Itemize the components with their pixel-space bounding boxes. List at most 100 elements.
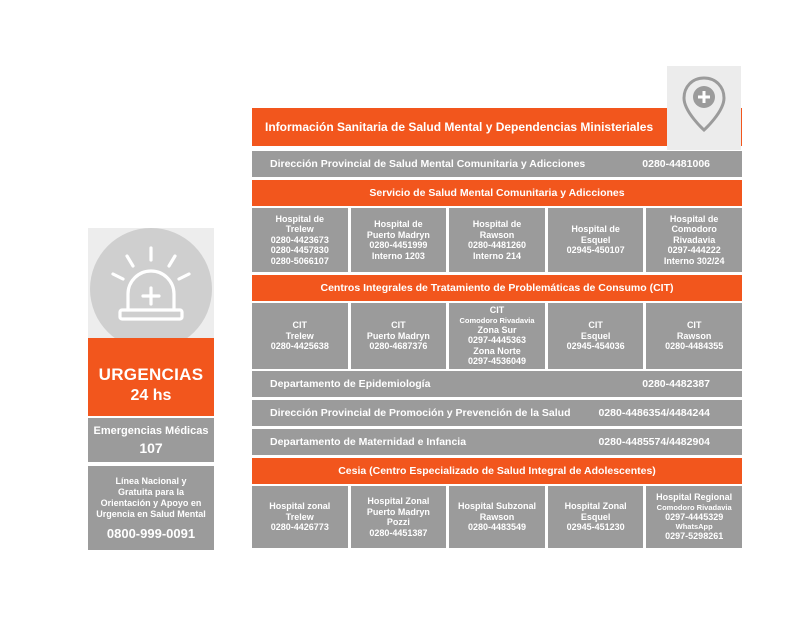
page-title: Información Sanitaria de Salud Mental y …	[265, 120, 654, 134]
cit-cell: CIT Esquel 02945-454036	[547, 303, 644, 369]
cell-line: Rawson	[479, 229, 515, 240]
servicio-title: Servicio de Salud Mental Comunitaria y A…	[369, 187, 625, 199]
cell-line: Interno 214	[472, 250, 521, 261]
maternidad-bar: Departamento de Maternidad e Infancia 02…	[252, 429, 742, 455]
cit-title: Centros Integrales de Tratamiento de Pro…	[320, 282, 674, 294]
linea-text-line: Línea Nacional y	[115, 475, 187, 486]
cell-line: 0297-444222	[667, 245, 721, 256]
cesia-title-bar: Cesia (Centro Especializado de Salud Int…	[252, 458, 742, 484]
linea-text-line: Gratuita para la	[117, 486, 185, 497]
emergencias-number: 107	[139, 439, 163, 456]
linea-nacional-box: Línea Nacional y Gratuita para la Orient…	[88, 466, 214, 550]
promocion-bar: Dirección Provincial de Promoción y Prev…	[252, 400, 742, 426]
cell-line: 0280-4425638	[270, 341, 329, 351]
cell-line: Esquel	[580, 511, 611, 522]
cell-line: Hospital de	[275, 213, 325, 224]
urgencias-hours: 24 hs	[130, 387, 172, 404]
cell-line: CIT	[588, 320, 603, 330]
maternidad-label: Departamento de Maternidad e Infancia	[270, 436, 467, 448]
linea-number: 0800-999-0091	[106, 525, 196, 541]
direccion-salud-mental-label: Dirección Provincial de Salud Mental Com…	[270, 158, 586, 170]
cell-line: 0280-4423673	[270, 234, 329, 245]
cit-cell: CIT Rawson 0280-4484355	[646, 303, 742, 369]
servicio-cell: Hospital de Comodoro Rivadavia 0297-4442…	[646, 208, 742, 272]
cell-line: WhatsApp	[675, 522, 713, 532]
servicio-cell: Hospital de Puerto Madryn 0280-4451999 I…	[350, 208, 447, 272]
cell-line: 0280-4687376	[369, 341, 428, 351]
cesia-title: Cesia (Centro Especializado de Salud Int…	[338, 465, 656, 477]
cesia-cell: Hospital zonal Trelew 0280-4426773	[252, 486, 348, 548]
urgencias-box: URGENCIAS 24 hs	[88, 338, 214, 416]
epidemiologia-label: Departamento de Epidemiología	[270, 378, 431, 390]
cell-line: 02945-450107	[566, 245, 625, 256]
cell-line: Puerto Madryn	[366, 229, 430, 240]
cell-line: Rivadavia	[673, 234, 716, 245]
cell-line: Comodoro Rivadavia	[459, 315, 535, 325]
epidemiologia-bar: Departamento de Epidemiología 0280-44823…	[252, 371, 742, 397]
cell-line: Hospital de	[472, 219, 522, 229]
cell-line: 0280-4484355	[665, 341, 724, 351]
direccion-salud-mental-phone: 0280-4481006	[642, 158, 710, 170]
promocion-label: Dirección Provincial de Promoción y Prev…	[270, 407, 571, 419]
cesia-cell: Hospital Subzonal Rawson 0280-4483549	[449, 486, 545, 548]
cell-line: Pozzi	[386, 517, 410, 527]
cell-line: Hospital Zonal	[564, 501, 627, 512]
cell-line: Rawson	[676, 330, 712, 341]
cit-cell: CIT Trelew 0280-4425638	[252, 303, 348, 369]
cell-line: Trelew	[285, 224, 314, 235]
cell-line: Esquel	[580, 234, 611, 245]
medical-location-pin-icon	[667, 66, 741, 150]
cell-line: Comodoro Rivadavia	[656, 502, 732, 512]
cesia-cell: Hospital Zonal Esquel 02945-451230	[547, 486, 644, 548]
main-header: Información Sanitaria de Salud Mental y …	[252, 108, 742, 146]
linea-text-line: Urgencia en Salud Mental	[96, 508, 206, 519]
cell-line: Hospital Regional	[656, 492, 733, 503]
servicio-row: Hospital de Trelew 0280-4423673 0280-445…	[252, 208, 742, 272]
cell-line: CIT	[391, 320, 406, 330]
cell-line: 02945-451230	[566, 522, 625, 533]
cell-line: Trelew	[285, 511, 314, 522]
emergency-siren-icon	[111, 246, 191, 321]
linea-text-line: Orientación y Apoyo en	[100, 497, 202, 508]
cell-line: Hospital de	[374, 219, 423, 229]
cell-line: Zona Norte	[473, 345, 521, 356]
urgencias-icon-panel	[88, 228, 214, 358]
cell-line: 0280-4481260	[467, 240, 527, 250]
cell-line: 0297-4536049	[467, 356, 527, 366]
cell-line: 0280-4451999	[369, 240, 428, 250]
servicio-cell: Hospital de Rawson 0280-4481260 Interno …	[449, 208, 545, 272]
cell-line: CIT	[292, 320, 308, 330]
cell-line: 0280-5066107	[270, 255, 329, 266]
cell-line: Trelew	[285, 330, 314, 341]
cell-line: Hospital Zonal	[367, 496, 430, 506]
cell-line: Hospital de	[669, 213, 719, 224]
cit-cell: CIT Comodoro Rivadavia Zona Sur 0297-444…	[449, 303, 545, 369]
maternidad-phone: 0280-4485574/4482904	[598, 436, 710, 448]
siren-circle	[90, 228, 212, 350]
cell-line: Puerto Madryn	[366, 506, 430, 517]
linea-text: Línea Nacional y Gratuita para la Orient…	[88, 476, 214, 520]
cell-line: Hospital Subzonal	[457, 501, 536, 512]
servicio-cell: Hospital de Esquel 02945-450107	[547, 208, 644, 272]
cell-line: CIT	[686, 320, 702, 330]
cell-line: Zona Sur	[477, 324, 517, 335]
cell-line: Puerto Madryn	[366, 330, 430, 341]
cell-line: 0297-4445329	[665, 511, 724, 522]
cesia-cell: Hospital Regional Comodoro Rivadavia 029…	[646, 486, 742, 548]
cit-row: CIT Trelew 0280-4425638 CIT Puerto Madry…	[252, 303, 742, 369]
cell-line: 0297-4445363	[467, 335, 527, 345]
emergencias-box: Emergencias Médicas 107	[88, 418, 214, 462]
direccion-salud-mental-bar: Dirección Provincial de Salud Mental Com…	[252, 151, 742, 177]
cell-line: Rawson	[479, 511, 515, 522]
cell-line: Interno 302/24	[663, 255, 725, 266]
cesia-row: Hospital zonal Trelew 0280-4426773 Hospi…	[252, 486, 742, 548]
servicio-cell: Hospital de Trelew 0280-4423673 0280-445…	[252, 208, 348, 272]
cell-line: 0297-5298261	[665, 531, 724, 542]
cell-line: Hospital de	[571, 224, 620, 235]
cell-line: 0280-4483549	[467, 522, 527, 533]
cell-line: 0280-4457830	[270, 245, 329, 256]
cesia-cell: Hospital Zonal Puerto Madryn Pozzi 0280-…	[350, 486, 447, 548]
epidemiologia-phone: 0280-4482387	[642, 378, 710, 390]
cell-line: Comodoro	[671, 224, 717, 235]
cell-line: Interno 1203	[371, 250, 425, 261]
